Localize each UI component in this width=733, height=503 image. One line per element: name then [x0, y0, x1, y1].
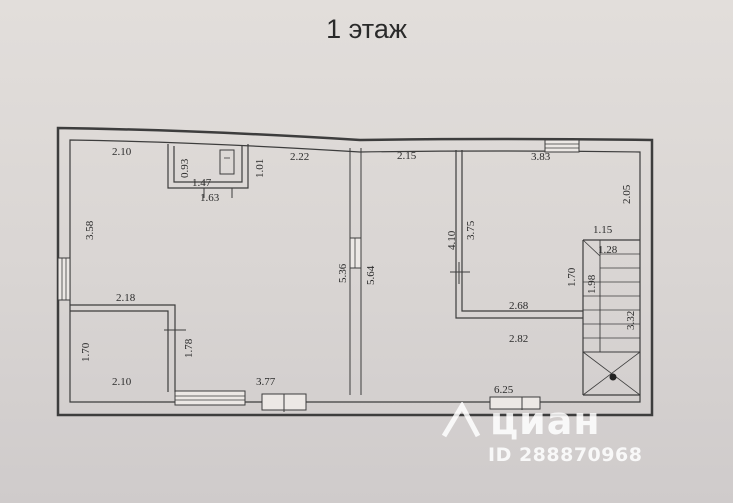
- dimension-label: 2.82: [509, 333, 528, 345]
- dimension-label: 1.15: [593, 224, 613, 236]
- dimension-label: 1.78: [183, 338, 195, 358]
- watermark-logo: циан: [440, 399, 660, 443]
- dimension-label: 1.01: [254, 159, 266, 178]
- entrance-door: [261, 393, 307, 412]
- window-top-right: [544, 139, 580, 153]
- window-bottom: [174, 390, 246, 406]
- dimension-label: 5.64: [365, 265, 377, 285]
- dimension-label: 6.25: [494, 384, 514, 396]
- dimension-label: 0.93: [179, 158, 191, 178]
- cian-logo-icon: [441, 402, 481, 438]
- dimension-label: 2.05: [621, 184, 633, 204]
- center-wall: [349, 148, 362, 395]
- dimension-label: 5.36: [337, 263, 349, 283]
- dimension-label: 2.18: [116, 292, 136, 304]
- dimension-label: 3.75: [465, 220, 477, 240]
- right-room: [450, 150, 583, 319]
- dimension-label: 3.77: [256, 376, 276, 388]
- dimension-label: 4.10: [446, 230, 458, 250]
- door-bottom-right: [489, 396, 541, 410]
- left-small-room: [70, 304, 186, 392]
- bathroom-block: [167, 144, 249, 198]
- staircase: [582, 239, 641, 396]
- dimension-label: 1.47: [192, 177, 212, 189]
- window-left: [57, 257, 71, 301]
- dimension-label: 2.10: [112, 146, 132, 158]
- watermark-logo-text: циан: [490, 399, 601, 443]
- dimension-label: 2.15: [397, 150, 417, 162]
- dimension-label: 3.58: [84, 220, 96, 240]
- dimension-label: 1.70: [566, 267, 578, 287]
- dimension-label: 1.70: [80, 342, 92, 362]
- watermark-id: ID 288870968: [488, 444, 643, 466]
- outer-wall: [56, 126, 654, 417]
- plan-title: 1 этаж: [326, 14, 407, 44]
- dimension-label: 2.10: [112, 376, 132, 388]
- dimension-label: 3.83: [531, 151, 551, 163]
- dimension-label: 3.32: [625, 311, 637, 330]
- dimension-label: 1.98: [586, 274, 598, 294]
- dimension-label: 1.63: [200, 192, 220, 204]
- dimension-label: 2.68: [509, 300, 529, 312]
- dimension-label: 1.28: [598, 244, 618, 256]
- dimension-label: 2.22: [290, 151, 309, 163]
